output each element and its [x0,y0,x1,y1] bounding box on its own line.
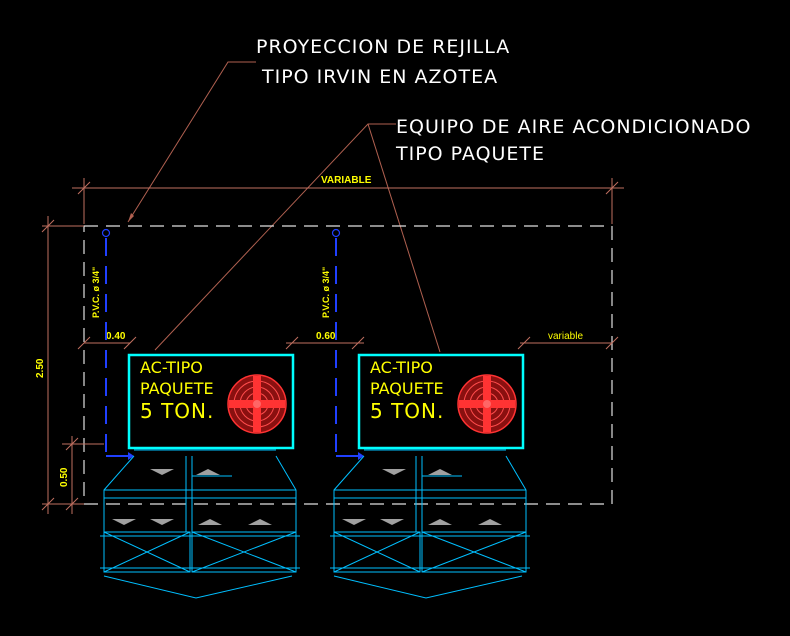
dim-middle-clearance: 0.60 [316,331,336,342]
unit-support-frame [100,449,300,599]
ac-unit-1-type: AC-TIPO [140,358,203,377]
unit-support-frame [330,449,530,599]
grille-note-line2: TIPO IRVIN EN AZOTEA [261,66,498,88]
ac-unit-2: P.V.C. ø 3/4" [321,228,530,599]
grille-leader-arrow [128,213,134,222]
dim-right-clearance: variable [548,331,583,342]
dim-overall-height: 2.50 [35,358,46,378]
ac-unit-2-kind: PAQUETE [370,379,444,398]
grille-projection-outline [83,225,613,505]
ac-unit-2-type: AC-TIPO [370,358,433,377]
ac-unit-2-capacity: 5 TON. [370,399,444,423]
fan-icon [457,374,517,434]
fan-icon [227,374,287,434]
ac-unit-1: P.V.C. ø 3/4" [91,228,300,599]
ac-unit-1-kind: PAQUETE [140,379,214,398]
dimension-lines [41,178,624,514]
equipment-leader-right [367,123,441,353]
pvc-pipe-label: P.V.C. ø 3/4" [91,267,101,318]
dim-base-height: 0.50 [59,467,70,487]
pvc-pipe-label: P.V.C. ø 3/4" [321,267,331,318]
pipe-riser-icon [331,228,341,238]
grille-leader [127,61,256,223]
leader-lines [127,61,441,353]
dim-left-clearance: 0.40 [106,331,126,342]
equipment-leader-left [154,123,396,351]
ac-unit-1-capacity: 5 TON. [140,399,214,423]
equipment-note-line1: EQUIPO DE AIRE ACONDICIONADO [396,116,751,138]
equipment-note-line2: TIPO PAQUETE [395,143,545,165]
pipe-riser-icon [101,228,111,238]
dim-overall-width: VARIABLE [321,175,372,186]
grille-note-line1: PROYECCION DE REJILLA [256,36,510,58]
